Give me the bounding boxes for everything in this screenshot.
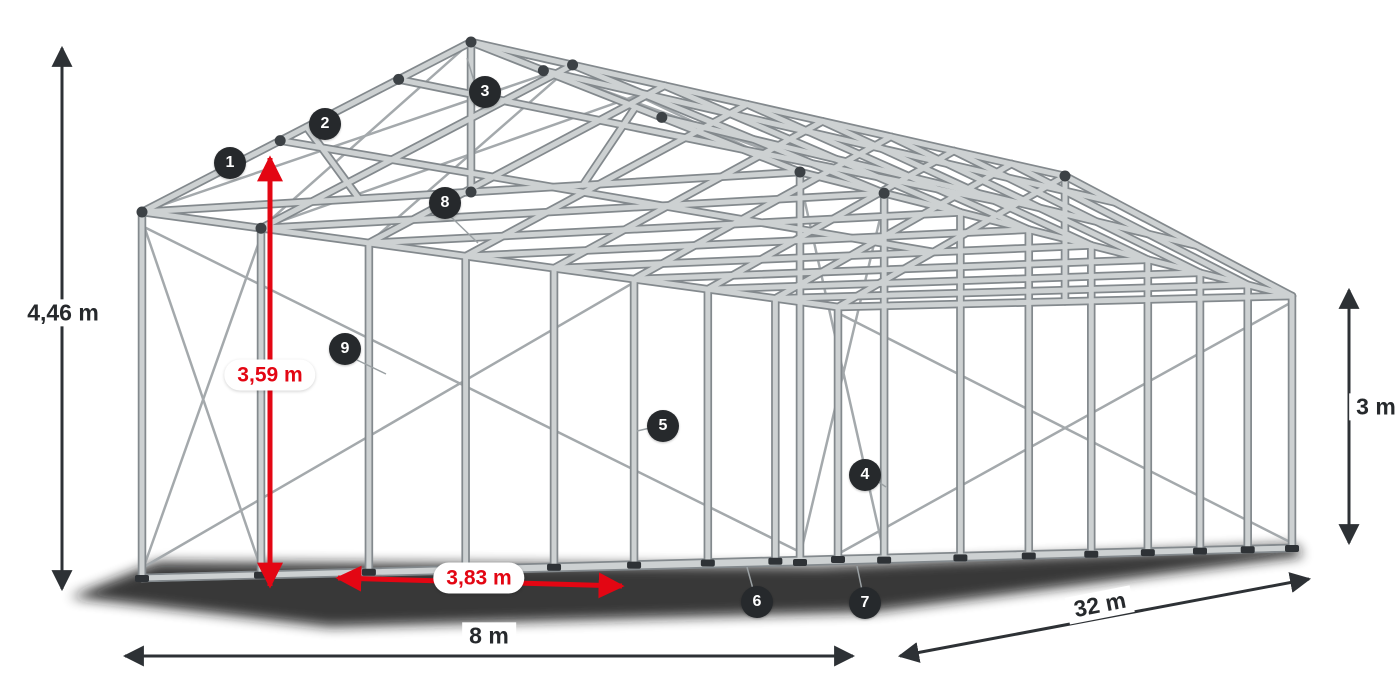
frame-joints <box>135 36 1299 582</box>
callout-badge-7[interactable]: 7 <box>849 587 881 619</box>
dimension-label-inner-width: 3,83 m <box>433 562 525 594</box>
dimension-label-inner-height: 3,59 m <box>224 359 316 391</box>
callout-badge-4[interactable]: 4 <box>849 459 881 491</box>
callout-badge-8[interactable]: 8 <box>429 187 461 219</box>
ground-shadow <box>70 545 1303 627</box>
dimension-label-total-height: 4,46 m <box>20 299 106 327</box>
callout-badge-3[interactable]: 3 <box>469 76 501 108</box>
frame-tubes <box>137 37 1297 583</box>
callout-badge-6[interactable]: 6 <box>741 586 773 618</box>
callout-badge-2[interactable]: 2 <box>309 108 341 140</box>
callout-badge-5[interactable]: 5 <box>647 410 679 442</box>
callout-badge-9[interactable]: 9 <box>329 333 361 365</box>
callout-badge-1[interactable]: 1 <box>214 147 246 179</box>
dimension-label-side-height: 3 m <box>1349 393 1400 421</box>
dimension-label-width: 8 m <box>462 622 516 650</box>
